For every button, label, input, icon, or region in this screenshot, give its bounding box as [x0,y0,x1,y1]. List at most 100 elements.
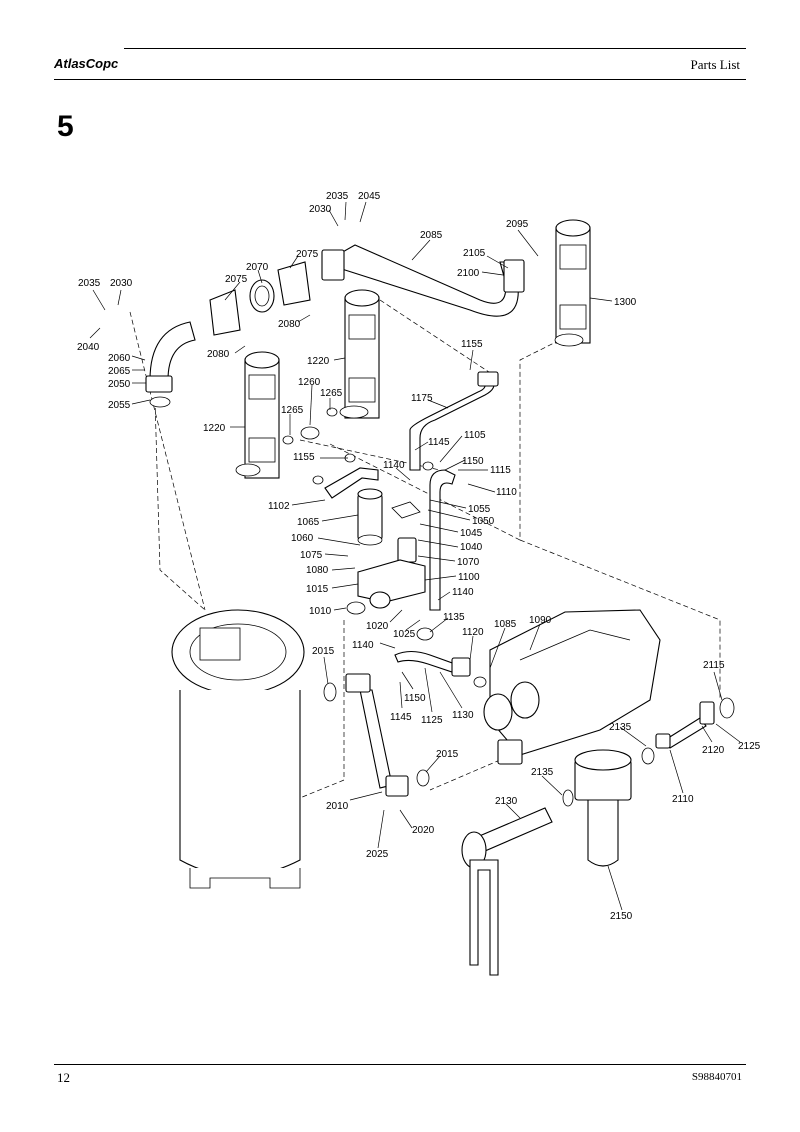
pipe-1102 [312,453,379,499]
compressor-element-1090 [483,609,661,765]
callout-label: 2100 [457,268,480,279]
callout-label: 1120 [462,627,484,638]
callout-label: 2045 [358,191,381,202]
callout-label: 2010 [326,801,349,812]
oil-separator-vessel [171,609,305,889]
callout-label: 1100 [458,572,480,583]
callout-label: 1010 [309,606,332,617]
callout-label: 1140 [352,640,374,651]
callout-label: 2040 [77,342,100,353]
svg-text:AtlasCopco: AtlasCopco [54,56,118,71]
callout-label: 1070 [457,557,480,568]
callout-label: 2055 [108,400,131,411]
callout-label: 1155 [461,339,483,350]
callout-label: 2130 [495,796,518,807]
callout-label: 1140 [383,460,405,471]
callout-label: 1050 [472,516,495,527]
callout-label: 1020 [366,621,389,632]
callout-label: 2125 [738,741,761,752]
pipe-1175 [409,371,499,471]
callout-label: 1060 [291,533,314,544]
callout-label: 2065 [108,366,131,377]
callout-label: 1065 [297,517,320,528]
cooler-block-1220-upper [339,289,380,419]
page-number: 12 [57,1070,70,1085]
callout-label: 2070 [246,262,269,273]
callout-label: 1265 [320,388,343,399]
page-header-title: Parts List [690,57,740,72]
pipe-1100 [422,461,456,611]
callout-label: 1145 [428,437,450,448]
callout-label: 1125 [421,715,443,726]
callout-label: 2075 [225,274,248,285]
callout-leader-lines [89,201,741,911]
callout-label: 1015 [306,584,329,595]
callout-label: 1300 [614,297,637,308]
flange-group-2070 [209,261,311,336]
callout-label: 2085 [420,230,443,241]
callout-label: 2110 [672,794,694,805]
callout-label: 1075 [300,550,323,561]
callout-label: 1265 [281,405,304,416]
callout-label: 1175 [411,393,433,404]
callout-label: 2075 [296,249,319,260]
callout-label: 2015 [436,749,459,760]
callout-label: 2080 [278,319,301,330]
callout-label: 1085 [494,619,517,630]
callout-label: 2035 [326,191,349,202]
callout-label: 1220 [203,423,226,434]
callout-label: 1135 [443,612,465,623]
pipe-2110 [641,697,735,765]
document-number: S98840701 [691,1071,742,1083]
pipe-2085 [321,244,525,317]
callout-label: 2015 [312,646,335,657]
filter-2150 [562,749,632,867]
pipe-1135 [394,627,487,688]
oil-filter-1065 [357,488,383,546]
callout-label: 1130 [452,710,474,721]
callout-label: 1090 [529,615,552,626]
cooler-block-1300 [554,219,591,347]
callout-label: 1102 [268,501,290,512]
callout-label: 2060 [108,353,131,364]
callout-label: 2030 [110,278,133,289]
callout-labels: 2035 2045 2030 2085 2095 2105 2100 1300 … [77,191,761,922]
callout-label: 2025 [366,849,389,860]
callout-label: 2080 [207,349,230,360]
callout-label: 2035 [78,278,101,289]
callout-label: 1220 [307,356,330,367]
callout-label: 1150 [404,693,426,704]
gaskets-1260 [282,407,338,445]
assembly-dashed-lines [129,299,721,801]
callout-label: 1140 [452,587,474,598]
callout-label: 1045 [460,528,483,539]
section-number: 5 [57,110,74,143]
callout-label: 1145 [390,712,412,723]
callout-label: 2020 [412,825,435,836]
callout-label: 1155 [293,452,315,463]
footer-rule [54,1064,746,1065]
callout-label: 2030 [309,204,332,215]
callout-label: 1105 [464,430,486,441]
header-rule-top [124,48,746,49]
callout-label: 2135 [609,722,632,733]
pipe-2010 [323,673,430,797]
callout-label: 1080 [306,565,329,576]
cooler-block-1220-lower [235,351,280,479]
callout-label: 2115 [703,660,725,671]
filter-housing-1015 [346,559,426,615]
callout-label: 2150 [610,911,633,922]
elbow-2050 [145,321,196,408]
callout-label: 1110 [496,487,517,498]
callout-label: 2095 [506,219,529,230]
pipe-2130 [461,807,553,976]
callout-label: 1260 [298,377,321,388]
callout-label: 1025 [393,629,416,640]
callout-label: 2105 [463,248,486,259]
callout-label: 1040 [460,542,483,553]
callout-label: 2135 [531,767,554,778]
header-rule-bottom [54,79,746,80]
callout-label: 1115 [490,465,511,476]
callout-label: 1055 [468,504,491,515]
